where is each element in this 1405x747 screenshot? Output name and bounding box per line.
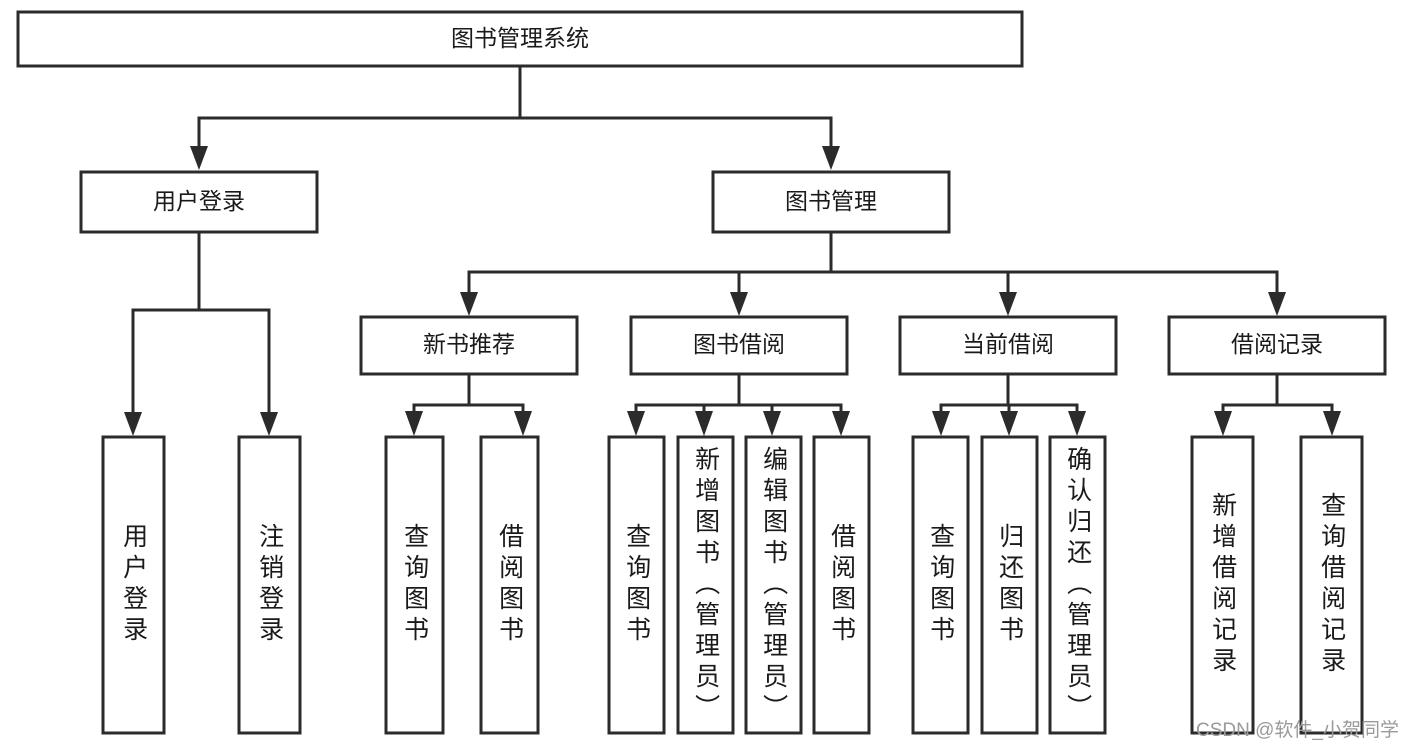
arrow-head-leaf-borrow-book-2 bbox=[832, 411, 850, 436]
arrow-head-borrow-record bbox=[1268, 292, 1286, 316]
node-book-management-box[interactable] bbox=[711, 170, 951, 234]
arrow-head-leaf-confirm-return bbox=[1068, 411, 1086, 436]
node-new-book-recommend-label: 新书推荐 bbox=[423, 331, 515, 357]
arrow-head-leaf-add-record bbox=[1214, 411, 1232, 436]
node-book-borrow-box[interactable] bbox=[629, 315, 849, 376]
node-book-management[interactable]: 图书管理 bbox=[711, 170, 951, 234]
arrow-head-book-borrow bbox=[730, 292, 748, 316]
leaf-box-borrow-book-2[interactable] bbox=[812, 435, 871, 735]
connector-group-borrow-record-children bbox=[1214, 372, 1341, 436]
arrow-head-leaf-return-book bbox=[1000, 411, 1018, 436]
leaf-box-return-book[interactable] bbox=[980, 435, 1039, 735]
leaf-box-add-book[interactable] bbox=[676, 435, 735, 735]
arrow-head-current-borrow bbox=[999, 292, 1017, 316]
node-book-borrow-label: 图书借阅 bbox=[693, 331, 785, 357]
arrow-head-user-login bbox=[190, 146, 208, 170]
leaf-box-confirm-return[interactable] bbox=[1048, 435, 1107, 735]
connector-group-new-book-children bbox=[405, 372, 532, 436]
node-root-label: 图书管理系统 bbox=[451, 25, 589, 51]
node-user-login[interactable]: 用户登录 bbox=[79, 170, 319, 234]
node-root[interactable]: 图书管理系统 bbox=[16, 10, 1024, 68]
arrow-head-leaf-borrow-book-1 bbox=[514, 411, 532, 436]
connector-group-book-borrow-children bbox=[627, 372, 850, 436]
node-borrow-record-label: 借阅记录 bbox=[1231, 331, 1323, 357]
arrow-head-leaf-edit-book bbox=[763, 411, 781, 436]
node-current-borrow-box[interactable] bbox=[898, 315, 1118, 376]
node-user-login-box[interactable] bbox=[79, 170, 319, 234]
node-new-book-recommend-box[interactable] bbox=[359, 315, 579, 376]
connector-group-user-login-children bbox=[124, 230, 278, 436]
arrow-head-leaf-add-book bbox=[695, 411, 713, 436]
connector-group-book-mgmt-children bbox=[460, 230, 1286, 316]
node-current-borrow[interactable]: 当前借阅 bbox=[898, 315, 1118, 376]
connector-group-current-borrow-children bbox=[932, 372, 1086, 436]
leaf-box-edit-book[interactable] bbox=[744, 435, 803, 735]
node-current-borrow-label: 当前借阅 bbox=[962, 331, 1054, 357]
arrow-head-leaf-query-record bbox=[1323, 411, 1341, 436]
arrow-head-book-mgmt bbox=[822, 146, 840, 170]
leaf-box-group bbox=[101, 435, 1364, 735]
leaf-box-user-login[interactable] bbox=[101, 435, 166, 735]
arrow-head-leaf-user-login bbox=[124, 412, 142, 436]
arrow-head-new-book bbox=[460, 292, 478, 316]
node-borrow-record[interactable]: 借阅记录 bbox=[1167, 315, 1387, 376]
node-root-box[interactable] bbox=[16, 10, 1024, 68]
arrow-head-leaf-query-book-3 bbox=[932, 411, 950, 436]
arrow-head-leaf-query-book-1 bbox=[405, 411, 423, 436]
arrow-head-leaf-logout bbox=[260, 412, 278, 436]
leaf-box-query-record[interactable] bbox=[1299, 435, 1364, 735]
node-new-book-recommend[interactable]: 新书推荐 bbox=[359, 315, 579, 376]
leaf-box-add-record[interactable] bbox=[1190, 435, 1255, 735]
leaf-box-query-book-2[interactable] bbox=[607, 435, 666, 735]
node-user-login-label: 用户登录 bbox=[153, 188, 245, 214]
node-book-borrow[interactable]: 图书借阅 bbox=[629, 315, 849, 376]
leaf-box-query-book-3[interactable] bbox=[911, 435, 970, 735]
leaf-box-query-book-1[interactable] bbox=[384, 435, 445, 735]
node-book-management-label: 图书管理 bbox=[785, 188, 877, 214]
csdn-watermark: CSDN @软件_小贺同学 bbox=[1196, 720, 1399, 741]
node-borrow-record-box[interactable] bbox=[1167, 315, 1387, 376]
arrow-head-leaf-query-book-2 bbox=[627, 411, 645, 436]
leaf-box-borrow-book-1[interactable] bbox=[479, 435, 540, 735]
leaf-box-logout[interactable] bbox=[237, 435, 302, 735]
connector-group-root-to-level2 bbox=[190, 64, 840, 170]
